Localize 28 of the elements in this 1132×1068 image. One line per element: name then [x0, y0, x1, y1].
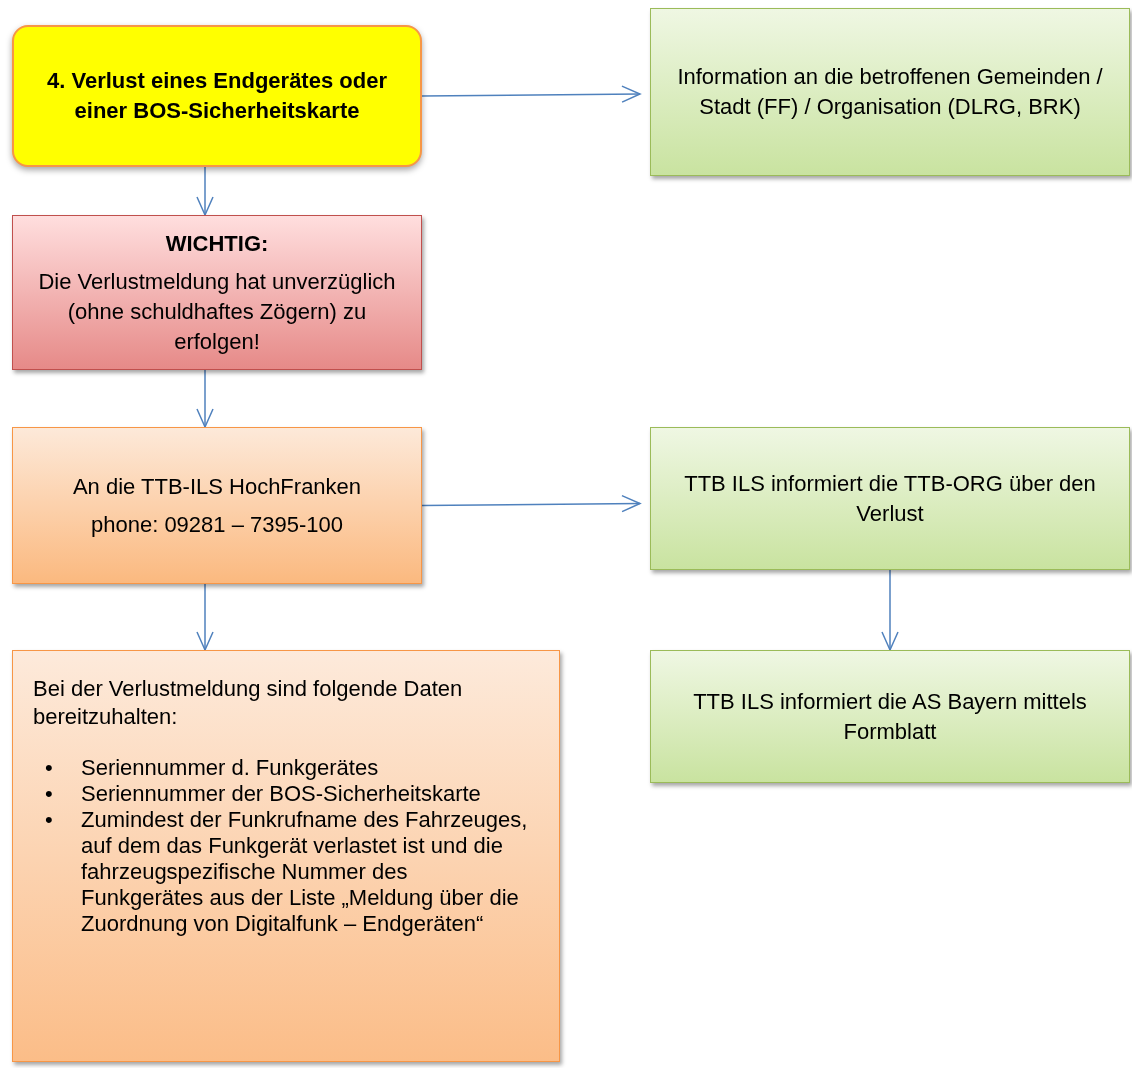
process-box	[12, 650, 560, 1062]
warning-heading: WICHTIG:	[165, 229, 269, 258]
bullet: •	[45, 807, 54, 834]
box-text: TTB ILS informiert die TTB-ORG über den Verlust	[683, 469, 1097, 528]
process-box	[12, 25, 422, 167]
process-box	[12, 215, 422, 370]
box-text: An die TTB-ILS HochFranken	[72, 472, 362, 501]
bullet-item: Seriennummer d. Funkgerätes	[81, 755, 380, 781]
arrow	[196, 369, 214, 428]
arrow	[421, 85, 641, 103]
process-box	[650, 8, 1130, 176]
arrow	[196, 583, 214, 651]
box-text: 4. Verlust eines Endgerätes oder einer BOS-Sicherheitskarte	[46, 67, 388, 125]
arrow	[196, 166, 214, 216]
process-box	[12, 427, 422, 584]
box-text: Die Verlustmeldung hat unverzüglich (ohne schuldhaftes Zögern) zu erfolgen!	[37, 267, 397, 356]
arrow	[421, 494, 641, 513]
process-box	[650, 427, 1130, 570]
arrow	[881, 569, 899, 651]
box-text: Information an die betroffenen Gemeinden / Stadt (FF) / Organisation (DLRG, BRK)	[676, 63, 1104, 121]
bullet: •	[45, 755, 54, 781]
process-box	[650, 650, 1130, 783]
bullet-item: Zumindest der Funkrufname des Fahrzeuges, auf dem das Funkgerät verlastet ist und die fahrzeugspezifische Nummer des Funkgerätes aus der Liste „Meldung über die Zuordnung von Digitalfunk – Endgeräten“	[81, 807, 529, 937]
box-text: phone: 09281 – 7395-100	[91, 510, 343, 539]
bullet-item: Seriennummer der BOS-Sicherheitskarte	[81, 781, 482, 807]
box-text: TTB ILS informiert die AS Bayern mittels Formblatt	[692, 687, 1088, 746]
bullet: •	[45, 781, 54, 807]
intro-text: Bei der Verlustmeldung sind folgende Daten bereitzuhalten:	[33, 675, 464, 731]
